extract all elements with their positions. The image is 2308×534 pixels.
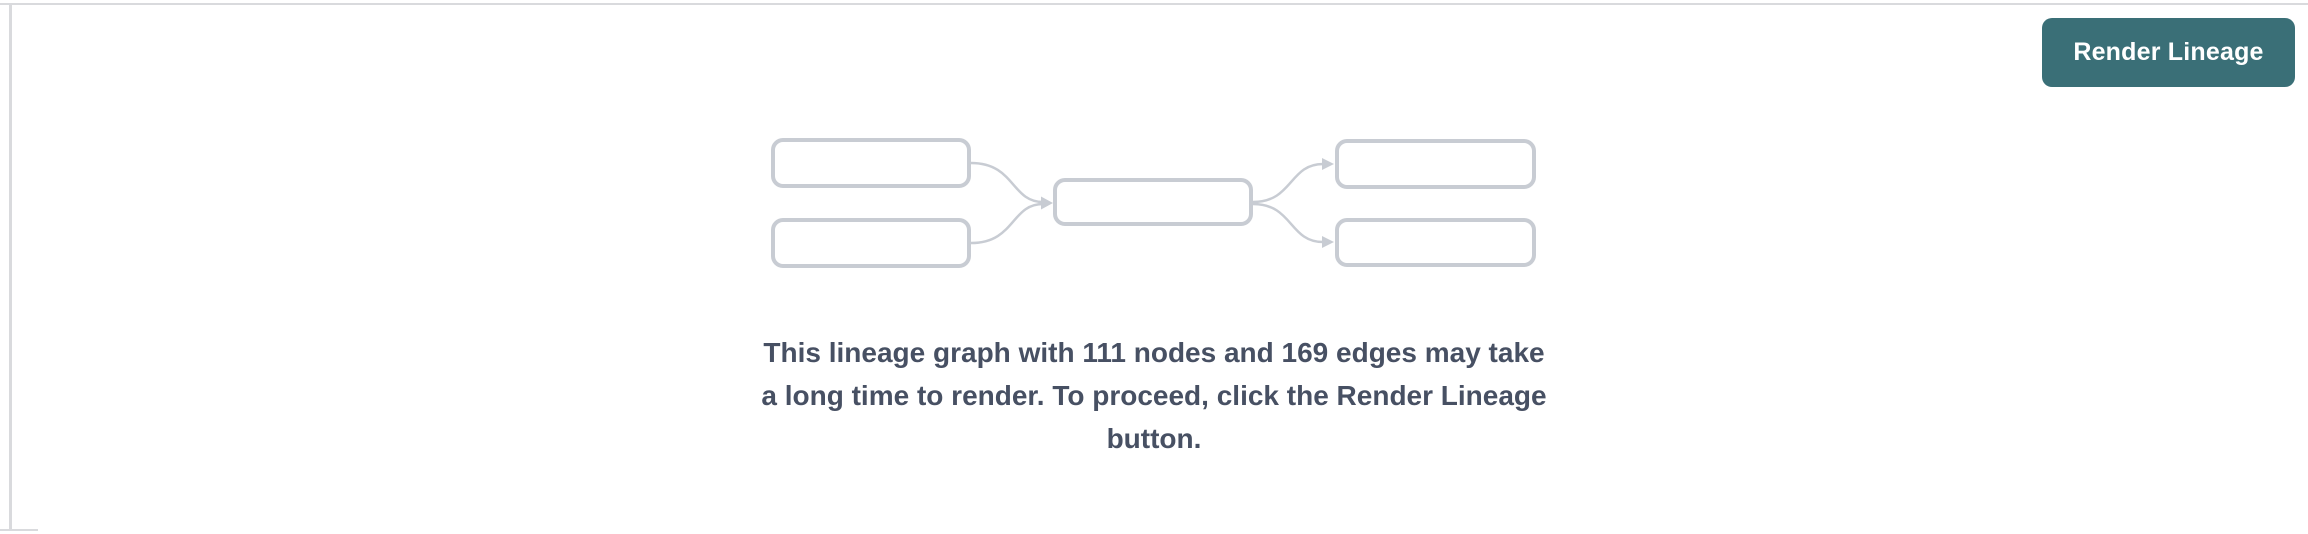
node-target-bottom [1335, 218, 1536, 267]
render-lineage-button[interactable]: Render Lineage [2042, 18, 2295, 87]
edge-source-bottom-to-center [970, 202, 1044, 245]
arrowhead-into-target-bottom [1322, 236, 1334, 248]
warning-line-3: button. [1106, 423, 1202, 454]
edge-source-top-to-center [970, 161, 1044, 204]
warning-line-1: This lineage graph with 111 nodes and 16… [763, 337, 1545, 368]
lineage-placeholder-diagram [771, 138, 1536, 268]
node-target-top [1335, 139, 1536, 189]
arrowhead-into-center [1041, 196, 1053, 210]
node-center [1053, 178, 1253, 226]
panel-bottom-border-stub [0, 529, 38, 531]
node-source-bottom [771, 218, 971, 268]
edge-center-to-target-top [1252, 162, 1324, 204]
panel-top-border [0, 3, 2308, 5]
node-source-top [771, 138, 971, 188]
warning-line-2: a long time to render. To proceed, click… [761, 380, 1547, 411]
lineage-warning-message: This lineage graph with 111 nodes and 16… [761, 331, 1546, 460]
lineage-placeholder: This lineage graph with 111 nodes and 16… [0, 137, 2308, 460]
panel-left-border [9, 3, 12, 529]
arrowhead-into-target-top [1322, 158, 1334, 170]
edge-center-to-target-bottom [1252, 202, 1324, 244]
